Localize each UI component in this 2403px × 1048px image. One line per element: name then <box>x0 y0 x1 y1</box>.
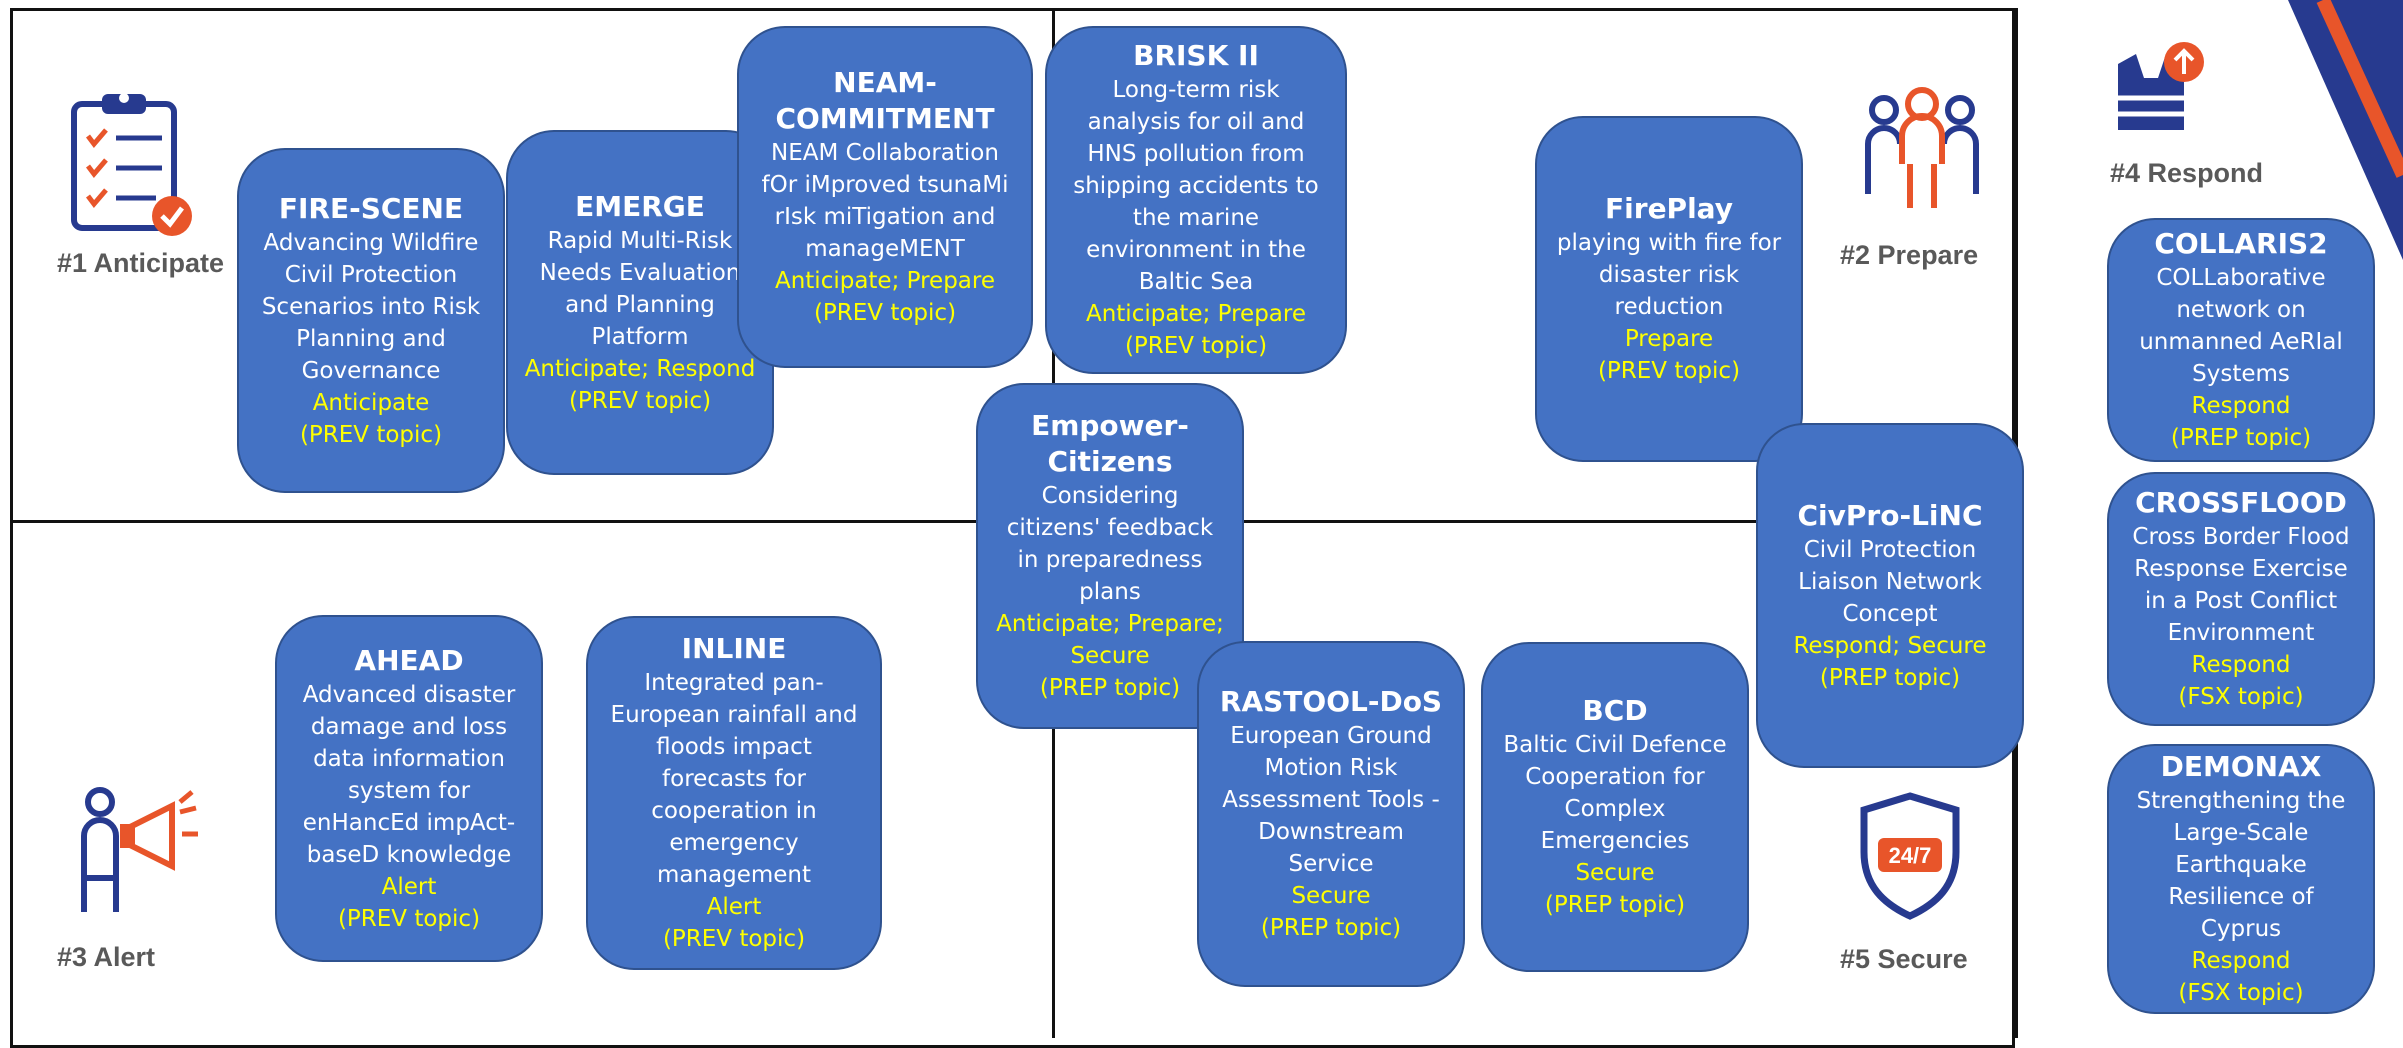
project-topic: (PREP topic) <box>1039 675 1181 701</box>
project-topic: (PREV topic) <box>337 905 481 932</box>
project-phases: Secure <box>1575 860 1655 886</box>
project-title: EMERGE <box>575 189 705 223</box>
project-title: COLLARIS2 <box>2154 227 2328 260</box>
project-description: COLLaborative network on unmanned AeRIal… <box>2139 265 2343 387</box>
phase-label-alert: #3 Alert <box>57 942 156 972</box>
phase-label-prepare: #2 Prepare <box>1840 240 1979 270</box>
phase-label-secure: #5 Secure <box>1840 944 1968 974</box>
project-description: Rapid Multi-Risk Needs Evaluation and Pl… <box>539 227 741 350</box>
project-description: Integrated pan-European rainfall and flo… <box>610 670 858 888</box>
project-phases: Anticipate; Prepare; Secure <box>996 611 1224 669</box>
project-phases: Alert <box>381 873 437 900</box>
project-topic: (PREV topic) <box>1124 333 1268 359</box>
project-phases: Respond; Secure <box>1793 632 1987 659</box>
life-vest-icon <box>2118 42 2204 130</box>
project-phases: Anticipate <box>312 389 430 416</box>
project-description: NEAM Collaboration fOr iMproved tsunaMi … <box>761 140 1009 262</box>
shield-24-7-icon: 24/7 <box>1860 792 1960 920</box>
project-topic: (PREP topic) <box>1544 892 1686 918</box>
project-title: CivPro-LiNC <box>1797 498 1983 532</box>
project-topic: (PREV topic) <box>1597 358 1741 384</box>
project-title: BRISK II <box>1133 39 1259 72</box>
project-topic: (PREP topic) <box>1819 664 1961 691</box>
project-card-fireplay: FirePlay playing with fire for disaster … <box>1535 116 1803 462</box>
project-card-crossflood: CROSSFLOOD Cross Border Flood Response E… <box>2107 472 2375 726</box>
project-phases: Alert <box>706 894 762 920</box>
project-description: Strengthening the Large-Scale Earthquake… <box>2136 788 2346 942</box>
project-description: Advanced disaster damage and loss data i… <box>302 681 516 868</box>
project-title: FIRE-SCENE <box>278 191 464 225</box>
project-card-rastool-dos: RASTOOL-DoS European Ground Motion Risk … <box>1197 641 1465 987</box>
project-phases: Respond <box>2191 948 2291 974</box>
project-description: playing with fire for disaster risk redu… <box>1556 230 1782 320</box>
corner-decoration <box>2288 0 2403 260</box>
project-description: European Ground Motion Risk Assessment T… <box>1222 723 1440 877</box>
project-card-inline: INLINE Integrated pan-European rainfall … <box>586 616 882 970</box>
project-card-brisk-ii: BRISK II Long-term risk analysis for oil… <box>1045 26 1347 374</box>
megaphone-person-icon <box>81 787 198 912</box>
phase-label-respond: #4 Respond <box>2110 158 2264 188</box>
project-topic: (FSX topic) <box>2178 684 2304 710</box>
project-description: Long-term risk analysis for oil and HNS … <box>1073 77 1319 295</box>
project-title: CROSSFLOOD <box>2135 486 2347 519</box>
project-phases: Respond <box>2191 652 2291 678</box>
phase-label-anticipate: #1 Anticipate <box>57 248 225 278</box>
project-title: BCD <box>1582 694 1648 727</box>
project-topic: (PREP topic) <box>1260 915 1402 941</box>
project-title: FirePlay <box>1605 192 1733 225</box>
project-title: AHEAD <box>354 643 464 677</box>
project-title: INLINE <box>681 632 787 665</box>
clipboard-checklist-icon <box>71 93 192 236</box>
project-card-fire-scene: FIRE-SCENE Advancing Wildfire Civil Prot… <box>237 148 505 493</box>
project-phases: Prepare <box>1624 326 1714 352</box>
project-topic: (PREV topic) <box>299 421 443 448</box>
project-description: Baltic Civil Defence Cooperation for Com… <box>1503 732 1727 854</box>
project-phases: Respond <box>2191 393 2291 419</box>
project-card-neam-commitment: NEAM-COMMITMENT NEAM Collaboration fOr i… <box>737 26 1033 368</box>
project-description: Cross Border Flood Response Exercise in … <box>2132 524 2350 646</box>
project-topic: (PREV topic) <box>568 387 712 414</box>
badge-24-7-text: 24/7 <box>1889 843 1932 868</box>
project-card-ahead: AHEAD Advanced disaster damage and loss … <box>275 615 543 962</box>
project-card-collaris2: COLLARIS2 COLLaborative network on unman… <box>2107 218 2375 462</box>
project-card-emerge: EMERGE Rapid Multi-Risk Needs Evaluation… <box>506 130 774 475</box>
project-topic: (PREP topic) <box>2170 425 2312 451</box>
people-group-icon <box>1865 87 1979 208</box>
project-title: RASTOOL-DoS <box>1219 685 1443 718</box>
project-phases: Anticipate; Respond <box>524 355 756 382</box>
project-phases: Secure <box>1291 883 1371 909</box>
project-topic: (PREV topic) <box>662 926 806 952</box>
project-phases: Anticipate; Prepare <box>1085 301 1307 327</box>
project-phases: Anticipate; Prepare <box>774 268 996 294</box>
project-description: Considering citizens' feedback in prepar… <box>1006 483 1214 605</box>
project-title: Empower-Citizens <box>1031 409 1189 478</box>
project-card-bcd: BCD Baltic Civil Defence Cooperation for… <box>1481 642 1749 972</box>
project-description: Advancing Wildfire Civil Protection Scen… <box>261 229 481 384</box>
project-topic: (FSX topic) <box>2178 980 2304 1006</box>
project-card-civpro-linc: CivPro-LiNC Civil Protection Liaison Net… <box>1756 423 2024 768</box>
project-title: DEMONAX <box>2160 750 2322 783</box>
project-description: Civil Protection Liaison Network Concept <box>1798 536 1982 627</box>
project-card-demonax: DEMONAX Strengthening the Large-Scale Ea… <box>2107 744 2375 1014</box>
project-title: NEAM-COMMITMENT <box>775 66 995 135</box>
project-topic: (PREV topic) <box>813 300 957 326</box>
